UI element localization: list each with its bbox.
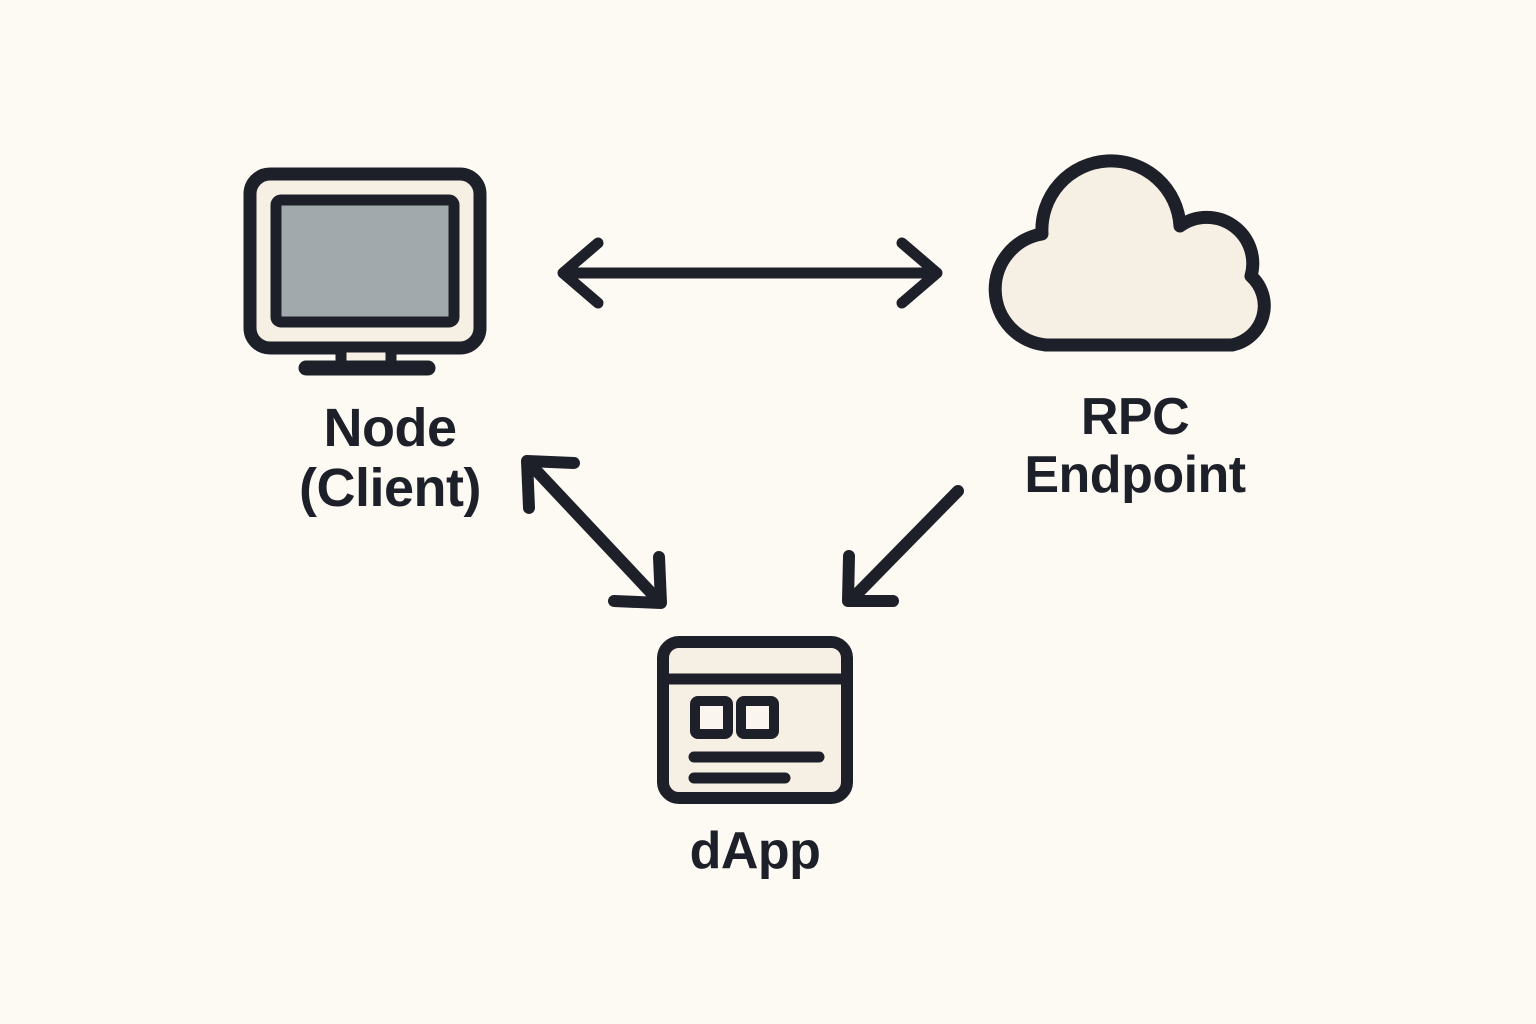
cloud-shape bbox=[988, 154, 1271, 352]
dapp-label: dApp bbox=[689, 822, 821, 880]
rpc-endpoint-label: RPC Endpoint bbox=[1024, 388, 1246, 505]
arrow-rpc-to-dapp-shaft bbox=[847, 485, 964, 604]
browser-window-icon bbox=[657, 636, 853, 804]
monitor-icon bbox=[243, 167, 487, 376]
arrow-node-to-rpc-head-left bbox=[557, 237, 604, 309]
dapp-content-square-left bbox=[690, 696, 733, 739]
arrow-node-to-dapp-head-upper bbox=[521, 455, 580, 514]
arrow-node-to-dapp-head-lower bbox=[608, 551, 667, 609]
arrow-node-to-rpc-head-right bbox=[896, 237, 943, 309]
dapp-content-square-right bbox=[736, 696, 779, 739]
monitor-screen bbox=[270, 194, 460, 328]
arrow-node-to-dapp-shaft bbox=[525, 459, 663, 605]
cloud-icon bbox=[988, 154, 1271, 352]
node-client-label: Node (Client) bbox=[299, 398, 481, 519]
arrow-rpc-to-dapp-head bbox=[842, 550, 899, 607]
arrow-node-to-dapp bbox=[521, 455, 667, 609]
arrow-node-to-rpc bbox=[557, 237, 943, 309]
arrow-rpc-to-dapp bbox=[842, 485, 964, 607]
